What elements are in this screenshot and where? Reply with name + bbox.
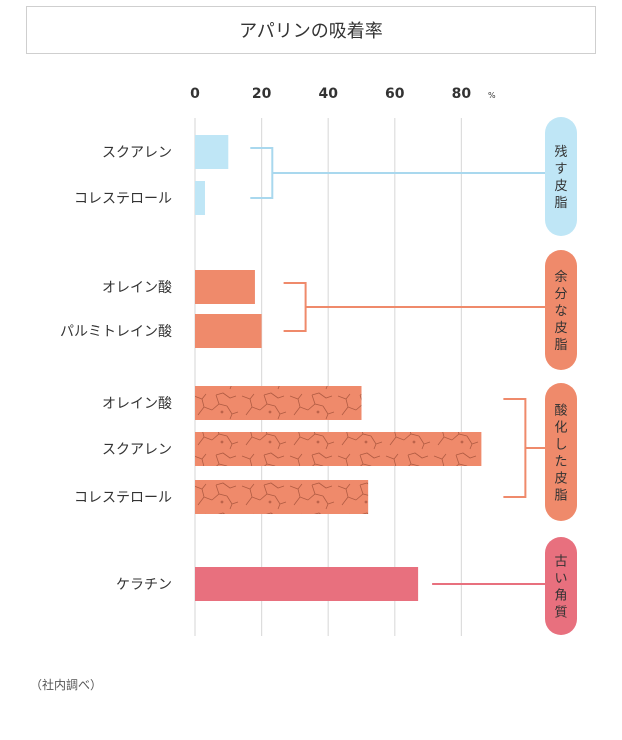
category-label: ケラチン — [116, 577, 172, 593]
bar — [195, 314, 262, 348]
bar — [195, 270, 255, 304]
group-badge — [545, 250, 577, 370]
bar — [195, 480, 369, 514]
x-tick-label: 40 — [318, 86, 338, 102]
bar — [195, 181, 205, 215]
category-label: スクアレン — [102, 442, 172, 458]
category-label: スクアレン — [102, 145, 172, 161]
group-bracket — [503, 398, 527, 498]
group-badge — [545, 383, 577, 521]
x-unit-label: % — [488, 91, 496, 100]
x-tick-label: 80 — [452, 86, 472, 102]
category-label: コレステロール — [74, 191, 172, 207]
group-badge-label: 古い角質 — [554, 555, 567, 621]
chart-title: アパリンの吸着率 — [239, 21, 383, 42]
x-tick-label: 0 — [190, 86, 200, 102]
bar — [195, 567, 419, 601]
group-badge — [545, 117, 577, 236]
source-note: （社内調べ） — [30, 678, 103, 692]
x-tick-label: 20 — [252, 86, 272, 102]
group-badge-label: 余分な皮脂 — [554, 269, 567, 353]
category-label: パルミトレイン酸 — [60, 324, 172, 340]
category-label: オレイン酸 — [102, 280, 172, 296]
bar — [195, 432, 482, 466]
bar — [195, 135, 229, 169]
group-badge-label: 残す皮脂 — [554, 145, 567, 211]
group-badge — [545, 537, 577, 635]
category-label: オレイン酸 — [102, 396, 172, 412]
x-tick-label: 60 — [385, 86, 405, 102]
chart-title-box: アパリンの吸着率 — [26, 6, 596, 54]
group-badge-label: 酸化した皮脂 — [554, 404, 567, 504]
group-bracket — [283, 282, 307, 332]
bar — [195, 386, 362, 420]
category-label: コレステロール — [74, 490, 172, 506]
